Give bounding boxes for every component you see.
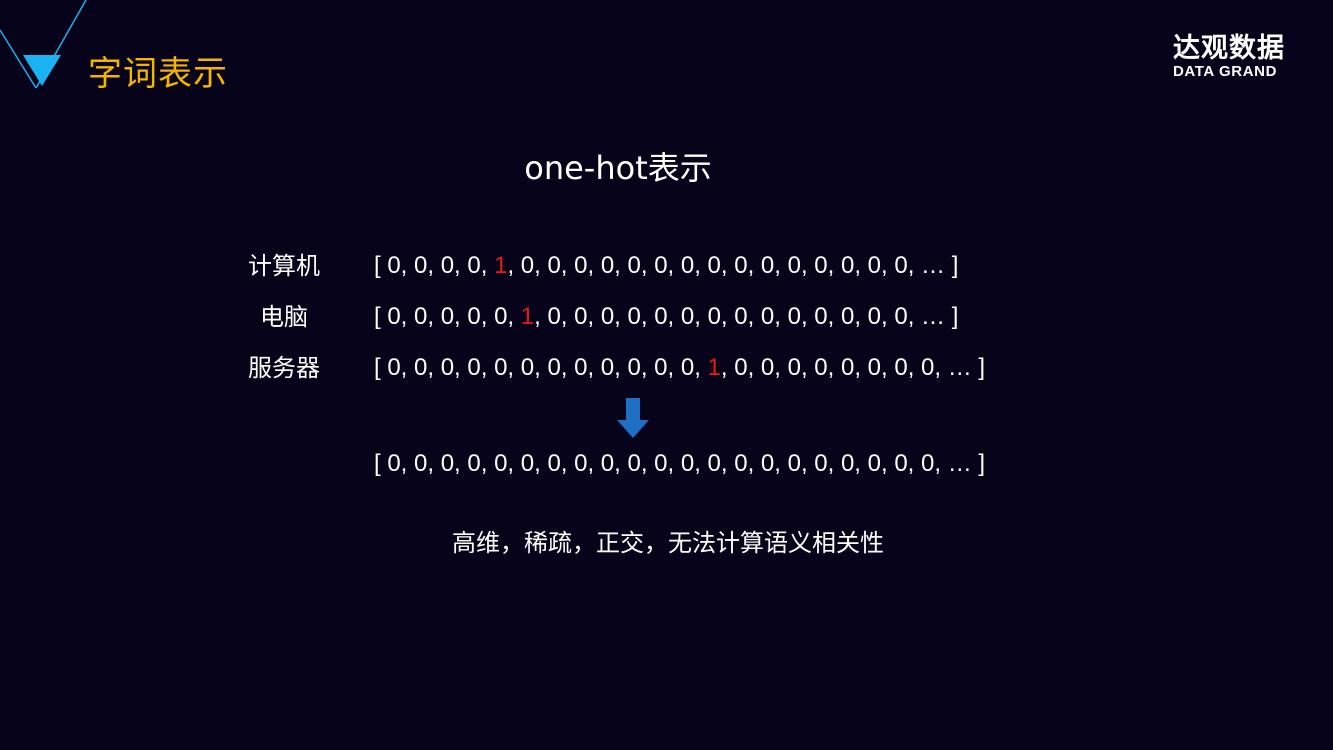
logo-chinese-text: 达观数据 [1173,33,1285,64]
vector-row: 服务器 [ 0, 0, 0, 0, 0, 0, 0, 0, 0, 0, 0, 0… [0,351,1333,385]
vector-prefix: [ 0, 0, 0, 0, [374,252,495,279]
one-hot-vector: [ 0, 0, 0, 0, 0, 0, 0, 0, 0, 0, 0, 0, 1,… [374,351,985,385]
logo-english-text: DATA GRAND [1173,63,1278,80]
word-label: 计算机 [248,252,320,280]
hot-value: 1 [520,303,535,330]
company-logo: 达观数据 DATA GRAND [1173,34,1285,80]
word-label: 电脑 [260,303,308,331]
vector-row: 电脑 [ 0, 0, 0, 0, 0, 1, 0, 0, 0, 0, 0, 0,… [0,300,1333,334]
one-hot-vector: [ 0, 0, 0, 0, 0, 1, 0, 0, 0, 0, 0, 0, 0,… [374,300,958,334]
vector-suffix: , 0, 0, 0, 0, 0, 0, 0, 0, 0, 0, 0, 0, 0,… [507,252,959,279]
vector-prefix: [ 0, 0, 0, 0, 0, 0, 0, 0, 0, 0, 0, 0, [374,354,708,381]
conclusion-text: 高维，稀疏，正交，无法计算语义相关性 [452,529,884,557]
hot-value: 1 [494,252,508,279]
vector-row: 计算机 [ 0, 0, 0, 0, 1, 0, 0, 0, 0, 0, 0, 0… [0,249,1333,283]
slide-subtitle: one-hot表示 [524,149,712,187]
hot-value: 1 [707,354,721,381]
result-row: [ 0, 0, 0, 0, 0, 0, 0, 0, 0, 0, 0, 0, 0,… [0,447,1333,481]
arrow-down-icon [617,398,649,438]
result-vector: [ 0, 0, 0, 0, 0, 0, 0, 0, 0, 0, 0, 0, 0,… [374,450,986,477]
word-label: 服务器 [248,354,320,382]
vector-suffix: , 0, 0, 0, 0, 0, 0, 0, 0, 0, 0, 0, 0, 0,… [534,303,959,330]
vector-prefix: [ 0, 0, 0, 0, 0, [374,303,521,330]
vector-suffix: , 0, 0, 0, 0, 0, 0, 0, 0, … ] [720,354,986,381]
triangle-icon [0,0,87,89]
section-title: 字词表示 [88,54,228,94]
one-hot-vector: [ 0, 0, 0, 0, 1, 0, 0, 0, 0, 0, 0, 0, 0,… [374,249,958,283]
